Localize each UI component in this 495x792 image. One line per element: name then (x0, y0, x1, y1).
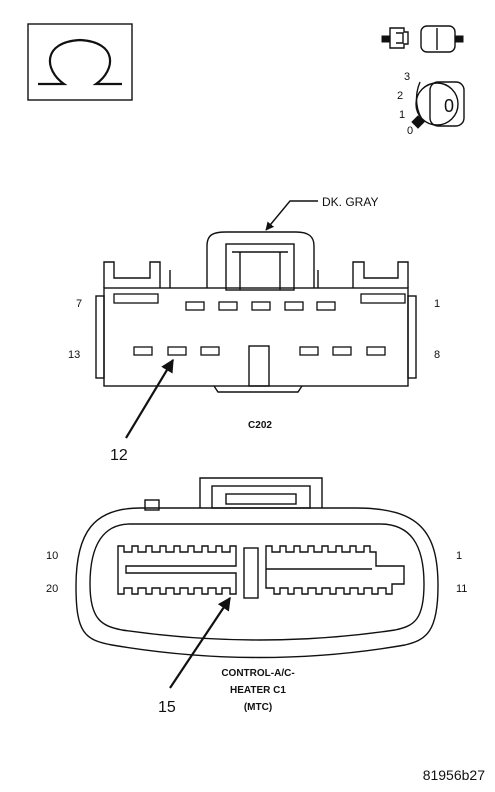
ohmmeter-icon (27, 23, 133, 101)
c1-pin-label-20: 20 (46, 583, 58, 595)
c202-cavity (284, 301, 304, 311)
c1-callout-pin: 15 (158, 699, 176, 716)
c1-name-line-1: CONTROL-A/C- (221, 668, 294, 679)
connector-c1: 10 1 20 11 15 CONTROL-A/C- HEATER C1 (MT… (46, 477, 467, 716)
c202-cavity (185, 301, 205, 311)
c202-pin-label-13: 13 (68, 349, 80, 361)
c202-cavity-8 (366, 346, 386, 356)
wire-color-label: DK. GRAY (322, 195, 378, 209)
c1-cavity-block-left (117, 545, 237, 595)
c202-cavity (332, 346, 352, 356)
c202-cavity-12 (167, 346, 187, 356)
c202-cavity-13 (133, 346, 153, 356)
c202-name: C202 (248, 420, 272, 431)
c202-cavity (251, 301, 271, 311)
c1-pin-label-10: 10 (46, 550, 58, 562)
c1-name-line-3: (MTC) (244, 702, 272, 713)
c202-callout-pin: 12 (110, 447, 128, 464)
ignition-position-0: 0 (407, 125, 413, 137)
c1-pin-label-1: 1 (456, 550, 462, 562)
wire-color-leader (265, 200, 318, 231)
ignition-position-1: 1 (399, 109, 405, 121)
c202-pin-label-8: 8 (434, 349, 440, 361)
figure-id: 81956b27 (423, 767, 486, 783)
connector-c202: DK. GRAY 7 1 13 8 (68, 195, 440, 464)
c1-cavity-block-right (265, 545, 405, 595)
c202-pin-label-7: 7 (76, 298, 82, 310)
c202-pin-label-1: 1 (434, 298, 440, 310)
c202-cavity-1 (360, 293, 406, 304)
c202-cavity (218, 301, 238, 311)
c202-cavity (200, 346, 220, 356)
c202-callout-arrow (125, 358, 174, 439)
c1-pin-label-11: 11 (456, 583, 467, 595)
c202-cavity (316, 301, 336, 311)
ignition-key-icon: 3 2 1 0 0 (381, 25, 465, 137)
c1-callout-arrow (169, 596, 231, 689)
ignition-key-label: 0 (444, 96, 454, 116)
ignition-position-3: 3 (404, 71, 410, 83)
ignition-position-2: 2 (397, 90, 403, 102)
c202-cavity-7 (113, 293, 159, 304)
c202-cavity (299, 346, 319, 356)
c1-name-line-2: HEATER C1 (230, 685, 286, 696)
